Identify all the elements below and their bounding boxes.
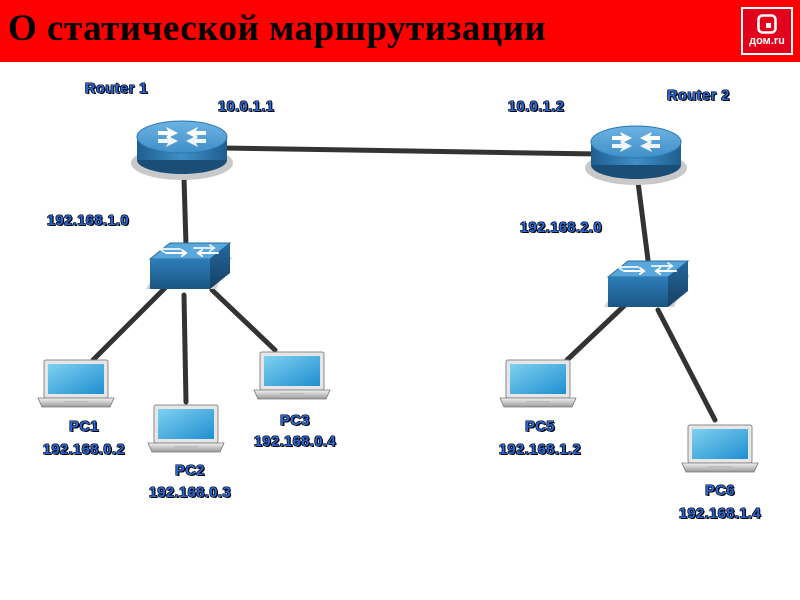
dom-ru-logo: дом.ru [741, 7, 793, 55]
link-switch2-pc6 [655, 307, 718, 423]
network-links [90, 145, 718, 423]
switch-arrows-icon [158, 244, 219, 257]
pc1-ip: 192.168.0.2 [42, 442, 126, 458]
pc3-name: PC3 [280, 413, 310, 429]
topology-canvas [37, 120, 759, 473]
router-2-name: Router 2 [667, 88, 730, 104]
switch-1[interactable] [146, 242, 232, 289]
pc1-laptop-icon[interactable] [37, 359, 115, 408]
link-router1-router2 [219, 145, 601, 157]
link-switch1-pc1 [90, 285, 168, 363]
router-2-network: 192.168.2.0 [520, 220, 603, 236]
dom-ru-home-icon [757, 14, 777, 34]
slide-header: О статической маршрутизации дом.ru [0, 0, 800, 62]
logo-text: дом.ru [749, 35, 785, 47]
pc5-name: PC5 [525, 419, 555, 435]
link-switch2-pc5 [564, 302, 628, 363]
network-diagram: Router 1 10.0.1.1 192.168.1.0 Router 2 1… [0, 62, 800, 600]
pc5-laptop-icon[interactable] [499, 359, 577, 408]
pc5-ip: 192.168.1.2 [498, 442, 582, 458]
router-1[interactable] [131, 120, 233, 180]
pc6-laptop-icon[interactable] [681, 424, 759, 473]
link-switch1-pc3 [209, 287, 278, 353]
router-1-name: Router 1 [85, 81, 148, 97]
router-arrows-icon [612, 132, 660, 152]
pc6-name: PC6 [705, 483, 735, 499]
router-1-ip: 10.0.1.1 [218, 99, 275, 115]
slide-title: О статической маршрутизации [8, 8, 547, 49]
switch-2[interactable] [604, 260, 690, 307]
pc3-laptop-icon[interactable] [253, 351, 331, 400]
pc3-ip: 192.168.0.4 [253, 434, 337, 450]
router-2-ip: 10.0.1.2 [508, 99, 565, 115]
link-router1-switch1 [181, 175, 189, 248]
pc2-laptop-icon[interactable] [147, 404, 225, 453]
router-2[interactable] [585, 125, 687, 185]
router-arrows-icon [158, 127, 206, 147]
pc6-ip: 192.168.1.4 [678, 506, 762, 522]
switch-arrows-icon [616, 262, 677, 275]
pc1-name: PC1 [69, 419, 99, 435]
pc2-ip: 192.168.0.3 [148, 485, 232, 501]
pc2-name: PC2 [175, 463, 205, 479]
link-router2-switch2 [635, 179, 651, 263]
link-switch1-pc2 [181, 292, 189, 405]
router-1-network: 192.168.1.0 [47, 213, 130, 229]
